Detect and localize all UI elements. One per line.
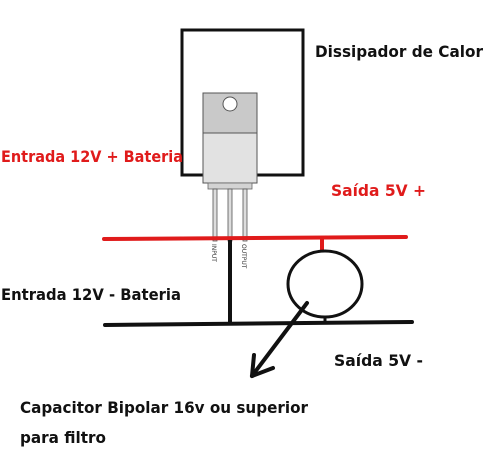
label-capacitor-line1: Capacitor Bipolar 16v ou superior — [20, 398, 308, 417]
label-heatsink: Dissipador de Calor — [315, 42, 483, 61]
label-capacitor-line2: para filtro — [20, 428, 106, 447]
label-output-negative: Saída 5V - — [334, 351, 423, 370]
regulator-body — [202, 132, 258, 184]
pin-label-input: INPUT — [210, 244, 217, 262]
regulator-pin-foot — [207, 182, 253, 190]
label-output-positive: Saída 5V + — [331, 181, 426, 200]
label-input-positive: Entrada 12V + Bateria — [1, 147, 183, 166]
regulator-mounting-hole — [222, 96, 238, 112]
positive-rail-wire — [102, 235, 408, 241]
arrow-icon — [250, 301, 309, 378]
capacitor-circle-icon — [286, 249, 364, 319]
regulator-pin-output — [242, 188, 248, 242]
label-input-negative: Entrada 12V - Bateria — [1, 285, 181, 304]
negative-rail-wire — [103, 320, 414, 327]
regulator-pin-input — [212, 188, 218, 242]
regulator-pin-gnd — [227, 188, 233, 242]
to220-regulator-icon: INPUT OUTPUT — [202, 92, 258, 269]
pin-label-output: OUTPUT — [240, 244, 247, 269]
